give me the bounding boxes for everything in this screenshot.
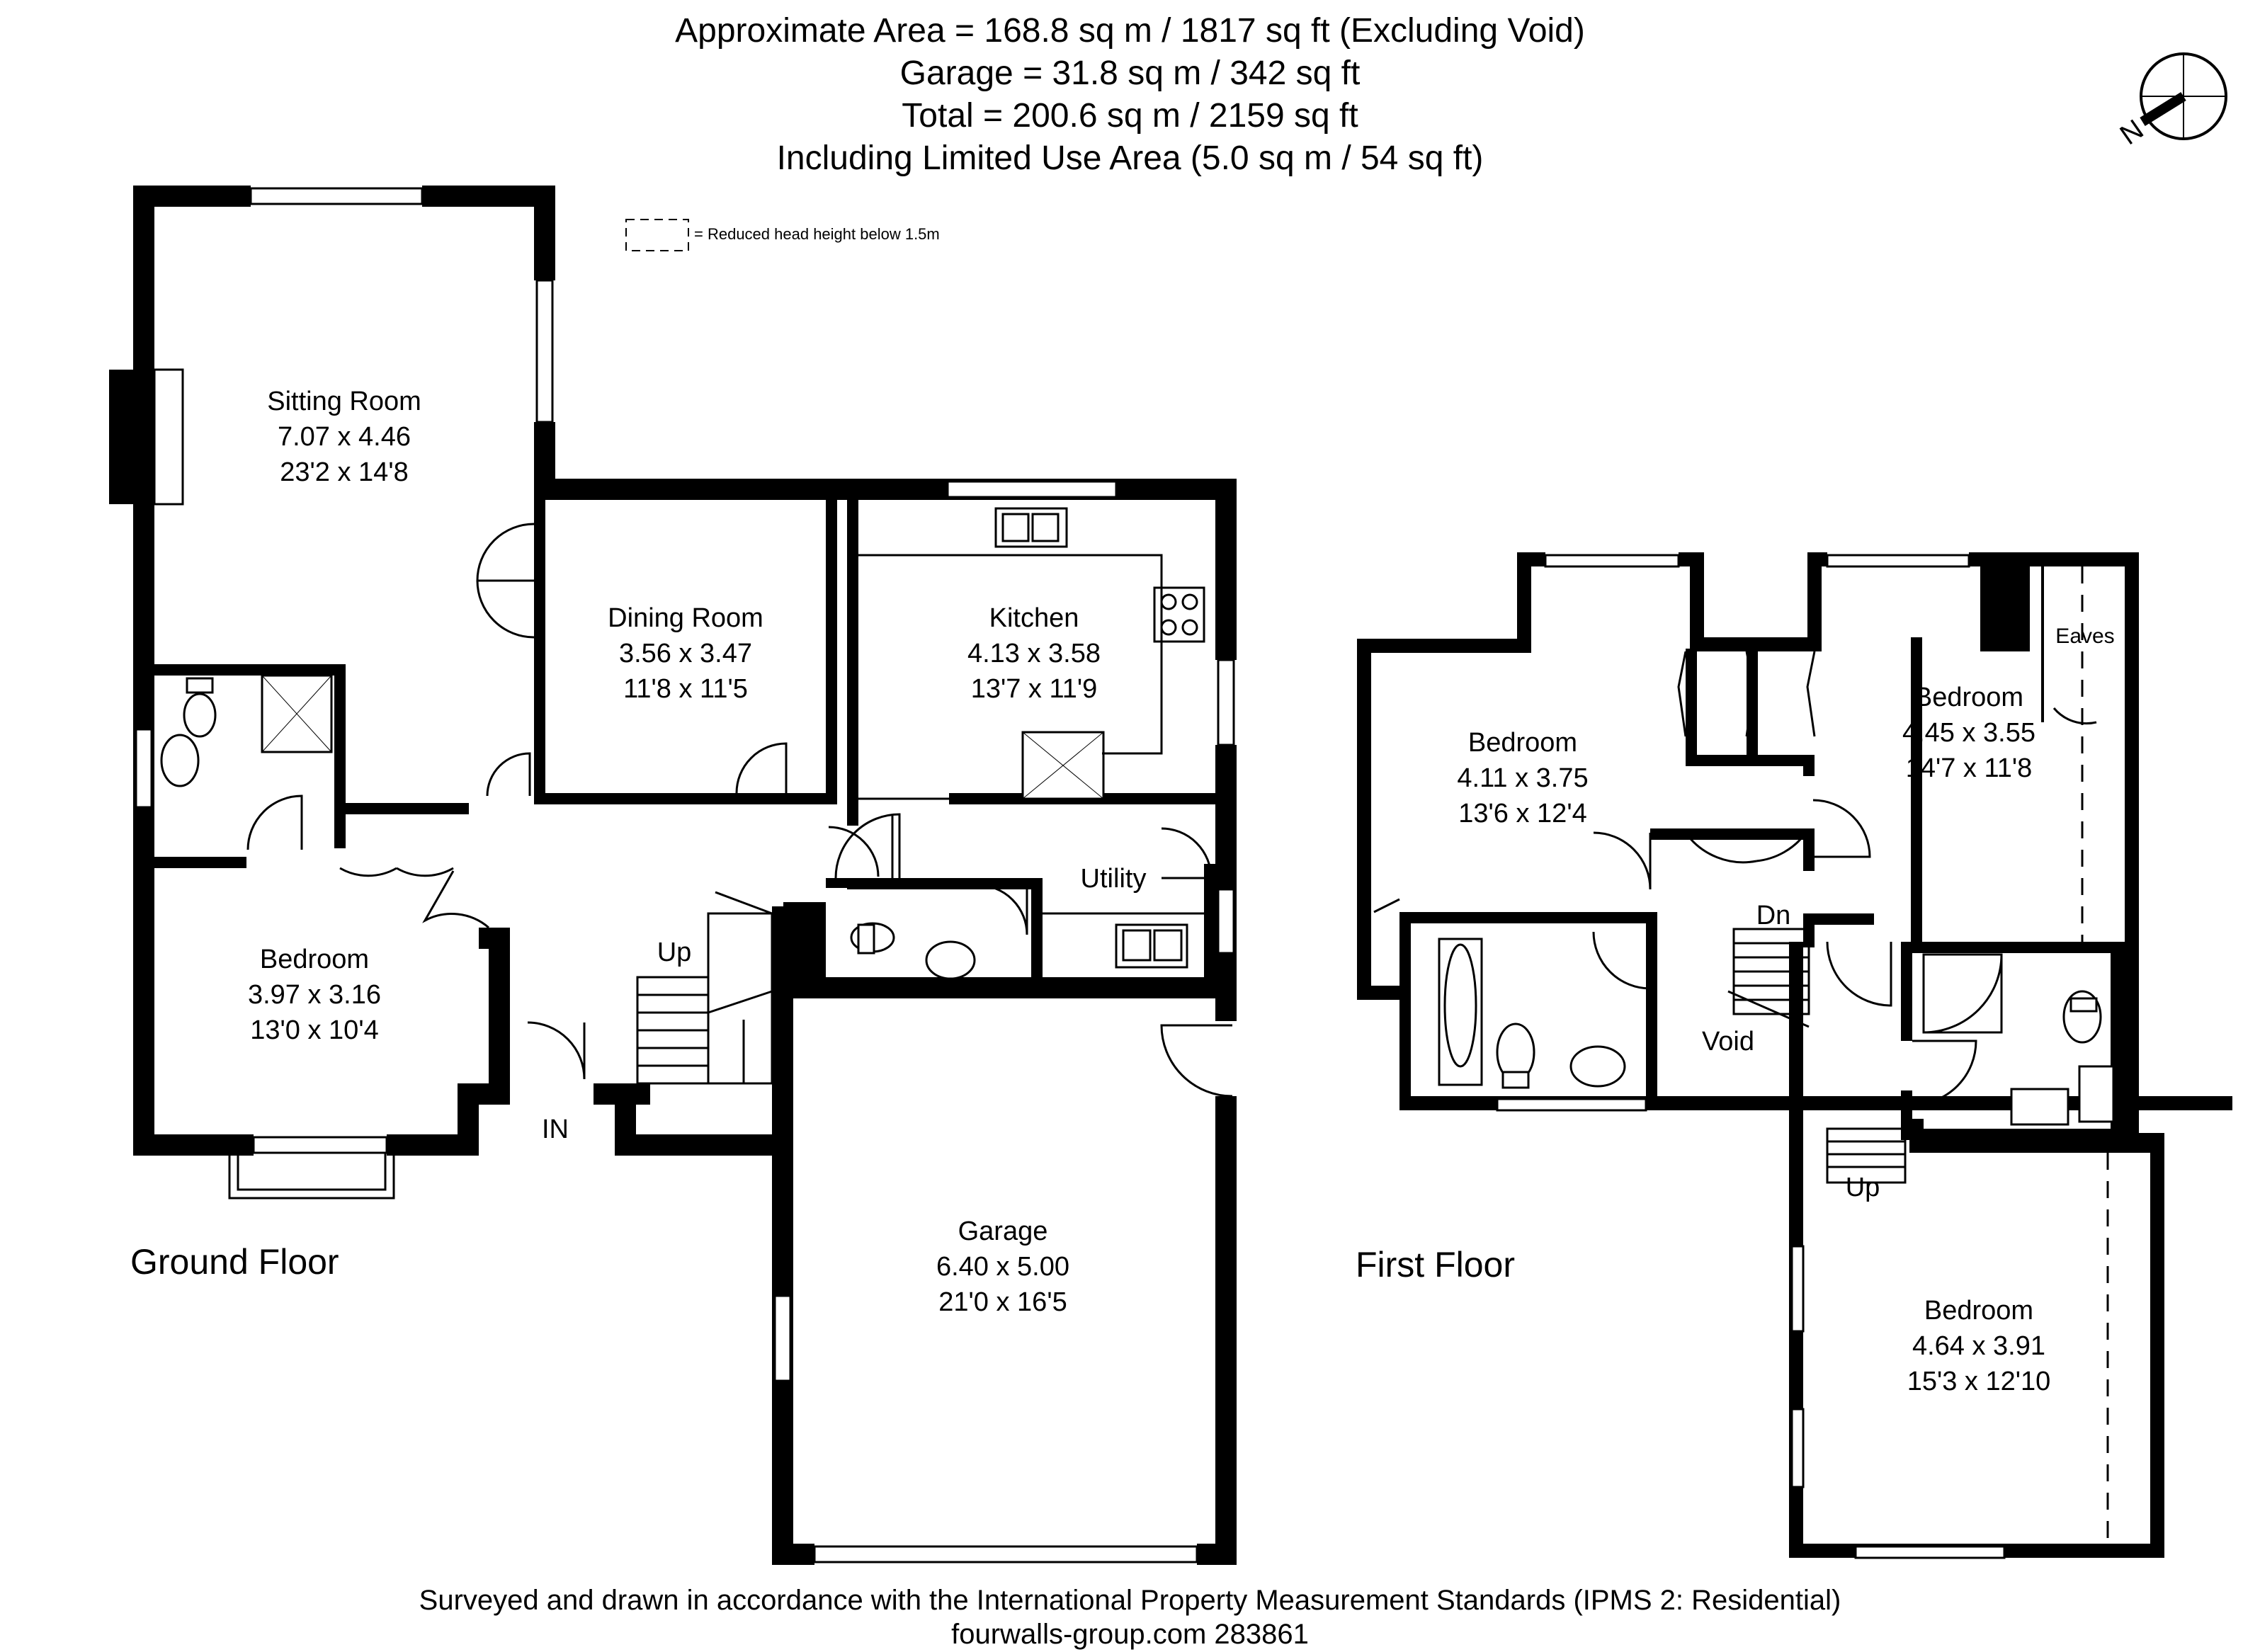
room-name: Dining Room	[608, 603, 763, 633]
walls	[109, 186, 2232, 1565]
area-summary-line-4: Including Limited Use Area (5.0 sq m / 5…	[776, 139, 1484, 177]
room-metric-size: 4.11 x 3.75	[1457, 763, 1589, 793]
room-metric-size: 6.40 x 5.00	[936, 1252, 1070, 1282]
ground-floor-label: Ground Floor	[130, 1242, 339, 1282]
room-metric-size: 4.64 x 3.91	[1912, 1331, 2046, 1361]
entrance-label: IN	[542, 1115, 569, 1144]
utility-label: Utility	[1080, 864, 1147, 894]
room-metric-size: 7.07 x 4.46	[277, 422, 411, 452]
stairs	[636, 891, 1907, 1184]
room-imperial-size: 11'8 x 11'5	[623, 674, 748, 704]
room-imperial-size: 13'0 x 10'4	[250, 1015, 379, 1045]
void-label: Void	[1702, 1027, 1754, 1056]
room-name: Bedroom	[259, 945, 370, 974]
doors	[246, 523, 2097, 1106]
room-imperial-size: 15'3 x 12'10	[1907, 1367, 2051, 1396]
room-imperial-size: 23'2 x 14'8	[280, 457, 409, 487]
room-label-ground-bedroom: Bedroom 3.97 x 3.16 13'0 x 10'4	[248, 942, 381, 1048]
room-metric-size: 3.56 x 3.47	[618, 639, 753, 668]
fixtures	[160, 507, 2115, 1126]
room-name: Sitting Room	[267, 387, 421, 416]
room-metric-size: 3.97 x 3.16	[247, 980, 382, 1010]
room-name: Bedroom	[1924, 1296, 2034, 1326]
room-label-garage: Garage 6.40 x 5.00 21'0 x 16'5	[936, 1214, 1069, 1320]
area-summary-line-2: Garage = 31.8 sq m / 342 sq ft	[899, 55, 1361, 92]
stairs-down-label-first: Dn	[1756, 901, 1791, 930]
room-name: Kitchen	[989, 603, 1079, 633]
area-summary-line-3: Total = 200.6 sq m / 2159 sq ft	[902, 97, 1358, 135]
room-label-first-bedroom-2: Bedroom 4.45 x 3.55 14'7 x 11'8	[1902, 680, 2035, 786]
room-name: Bedroom	[1467, 728, 1578, 758]
counters	[153, 368, 1204, 1200]
room-name: Garage	[958, 1217, 1048, 1246]
room-imperial-size: 14'7 x 11'8	[1905, 753, 2033, 783]
legend-text: = Reduced head height below 1.5m	[694, 225, 940, 243]
room-label-sitting-room: Sitting Room 7.07 x 4.46 23'2 x 14'8	[267, 384, 421, 490]
reduced-head-height-lines	[2081, 566, 2109, 1544]
stairs-up-label-first: Up	[1845, 1173, 1880, 1202]
windows	[135, 187, 2006, 1563]
room-imperial-size: 21'0 x 16'5	[938, 1287, 1067, 1317]
room-imperial-size: 13'7 x 11'9	[970, 674, 1098, 704]
eaves-label: Eaves	[2055, 625, 2115, 648]
room-label-first-bedroom-1: Bedroom 4.11 x 3.75 13'6 x 12'4	[1457, 725, 1588, 831]
room-label-dining-room: Dining Room 3.56 x 3.47 11'8 x 11'5	[608, 600, 763, 707]
legend-swatch	[625, 219, 689, 251]
survey-statement: Surveyed and drawn in accordance with th…	[419, 1585, 1841, 1616]
room-label-kitchen: Kitchen 4.13 x 3.58 13'7 x 11'9	[967, 600, 1101, 707]
compass-rose	[2140, 52, 2227, 140]
area-summary-line-1: Approximate Area = 168.8 sq m / 1817 sq …	[675, 12, 1585, 50]
room-label-first-bedroom-3: Bedroom 4.64 x 3.91 15'3 x 12'10	[1907, 1293, 2051, 1399]
stairs-up-label-ground: Up	[657, 938, 692, 967]
company-reference: fourwalls-group.com 283861	[951, 1619, 1309, 1650]
room-metric-size: 4.13 x 3.58	[967, 639, 1101, 668]
room-name: Bedroom	[1914, 683, 2024, 712]
room-metric-size: 4.45 x 3.55	[1902, 718, 2036, 748]
room-imperial-size: 13'6 x 12'4	[1458, 799, 1587, 828]
first-floor-label: First Floor	[1356, 1245, 1515, 1284]
